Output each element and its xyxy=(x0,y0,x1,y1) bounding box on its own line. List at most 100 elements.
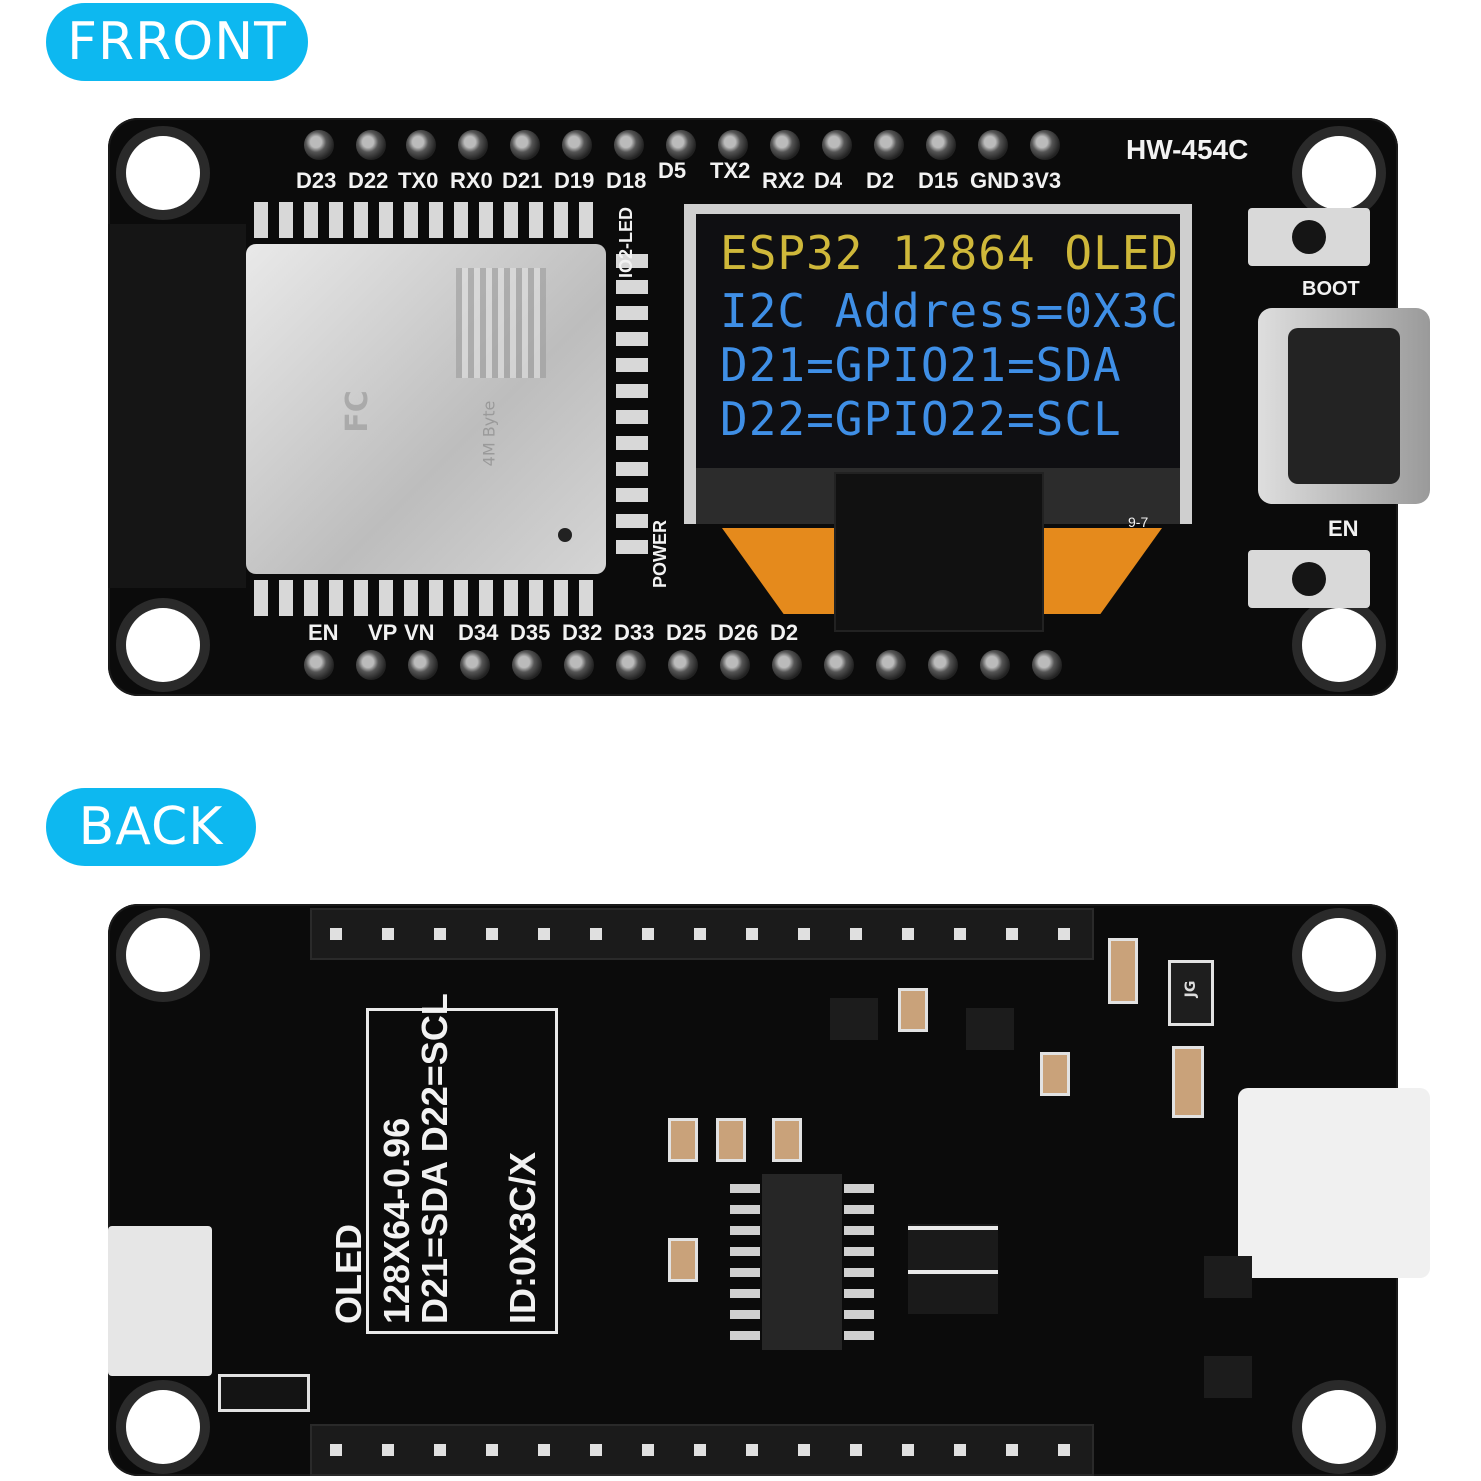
usb-c-port[interactable] xyxy=(1258,308,1430,504)
power-label: POWER xyxy=(650,519,670,588)
header-pin xyxy=(1030,130,1060,160)
module-pad xyxy=(529,580,543,616)
module-pad xyxy=(429,580,443,616)
header-pin xyxy=(304,130,334,160)
pin-label: D33 xyxy=(614,620,655,645)
back-silk-size: 128X64-0.96 xyxy=(376,1117,417,1324)
header-pin xyxy=(798,1444,810,1456)
pin1-dot xyxy=(558,528,572,542)
module-pad xyxy=(616,280,648,294)
smd-component xyxy=(772,1118,802,1162)
header-pin xyxy=(642,928,654,940)
chip-leg xyxy=(844,1205,874,1214)
mount-hole xyxy=(126,1390,200,1464)
header-pin xyxy=(1032,650,1062,680)
transistor xyxy=(830,998,878,1040)
header-pin xyxy=(666,130,696,160)
header-pin xyxy=(694,928,706,940)
transistor xyxy=(1204,1256,1252,1298)
front-label: FRRONT xyxy=(46,3,308,81)
module-pad xyxy=(254,202,268,238)
module-pad xyxy=(616,436,648,450)
pin-label: TX0 xyxy=(398,168,439,193)
pin-label: RX2 xyxy=(762,168,805,193)
pin-label: D22 xyxy=(348,168,389,193)
header-pin xyxy=(510,130,540,160)
back-usb-c xyxy=(1238,1088,1430,1278)
oled-info-box xyxy=(366,1008,558,1334)
pin-label: D2 xyxy=(866,168,895,193)
header-pin xyxy=(486,928,498,940)
module-pad xyxy=(279,202,293,238)
module-pad xyxy=(616,306,648,320)
header-pin xyxy=(562,130,592,160)
smd-component xyxy=(898,988,928,1032)
module-pad xyxy=(616,488,648,502)
flex-tape xyxy=(836,474,1042,630)
oled-screen: ESP32 12864 OLED I2C Address=0X3C D21=GP… xyxy=(696,214,1180,468)
chip-leg xyxy=(844,1289,874,1298)
oled-line-4: D22=GPIO22=SCL xyxy=(720,392,1122,446)
header-pin xyxy=(460,650,490,680)
header-pin xyxy=(486,1444,498,1456)
module-pad xyxy=(354,202,368,238)
fc-mark: FC xyxy=(339,390,375,433)
header-pin xyxy=(720,650,750,680)
header-pin xyxy=(590,928,602,940)
module-pad xyxy=(354,580,368,616)
header-pin xyxy=(746,928,758,940)
pin-label: VP xyxy=(368,620,398,645)
header-pin xyxy=(382,1444,394,1456)
module-pad xyxy=(429,202,443,238)
pin-label: TX2 xyxy=(710,158,751,183)
pin-label: D18 xyxy=(606,168,647,193)
pin-label: 3V3 xyxy=(1022,168,1062,193)
module-pad xyxy=(454,580,468,616)
header-pin xyxy=(356,130,386,160)
module-pad xyxy=(554,202,568,238)
header-pin xyxy=(512,650,542,680)
module-pad xyxy=(404,202,418,238)
mount-hole xyxy=(1302,136,1376,210)
en-button[interactable] xyxy=(1248,550,1370,608)
mount-hole xyxy=(126,608,200,682)
pin-label: D32 xyxy=(562,620,603,645)
chip-leg xyxy=(844,1226,874,1235)
chip-leg xyxy=(844,1331,874,1340)
pin-label: D25 xyxy=(666,620,707,645)
module-pad xyxy=(504,580,518,616)
module-pad xyxy=(579,580,593,616)
chip-leg xyxy=(844,1310,874,1319)
oled-line-2: I2C Address=0X3C xyxy=(720,284,1180,338)
header-pin xyxy=(616,650,646,680)
en-button-cap[interactable] xyxy=(1292,562,1326,596)
module-pad xyxy=(329,580,343,616)
header-pin xyxy=(694,1444,706,1456)
smd-component xyxy=(668,1118,698,1162)
module-pad xyxy=(379,580,393,616)
chip-leg xyxy=(730,1268,760,1277)
mount-hole xyxy=(1302,1390,1376,1464)
module-pad xyxy=(304,580,318,616)
module-pad xyxy=(454,202,468,238)
header-pin xyxy=(1006,1444,1018,1456)
header-pin xyxy=(980,650,1010,680)
module-pad xyxy=(554,580,568,616)
header-pin xyxy=(954,928,966,940)
crystal-pads xyxy=(908,1224,998,1314)
header-pin xyxy=(824,650,854,680)
io2-led-label: IO2-LED xyxy=(616,206,636,278)
header-pin xyxy=(928,650,958,680)
module-pad xyxy=(616,358,648,372)
mount-hole xyxy=(1302,918,1376,992)
boot-button-cap[interactable] xyxy=(1292,220,1326,254)
header-pin xyxy=(406,130,436,160)
header-pin xyxy=(954,1444,966,1456)
mount-hole xyxy=(126,136,200,210)
pin-label: GND xyxy=(970,168,1019,193)
battery-connector[interactable] xyxy=(108,1226,212,1376)
boot-button[interactable] xyxy=(1248,208,1370,266)
smd-component xyxy=(668,1238,698,1282)
header-pin xyxy=(614,130,644,160)
pin-label: D19 xyxy=(554,168,595,193)
